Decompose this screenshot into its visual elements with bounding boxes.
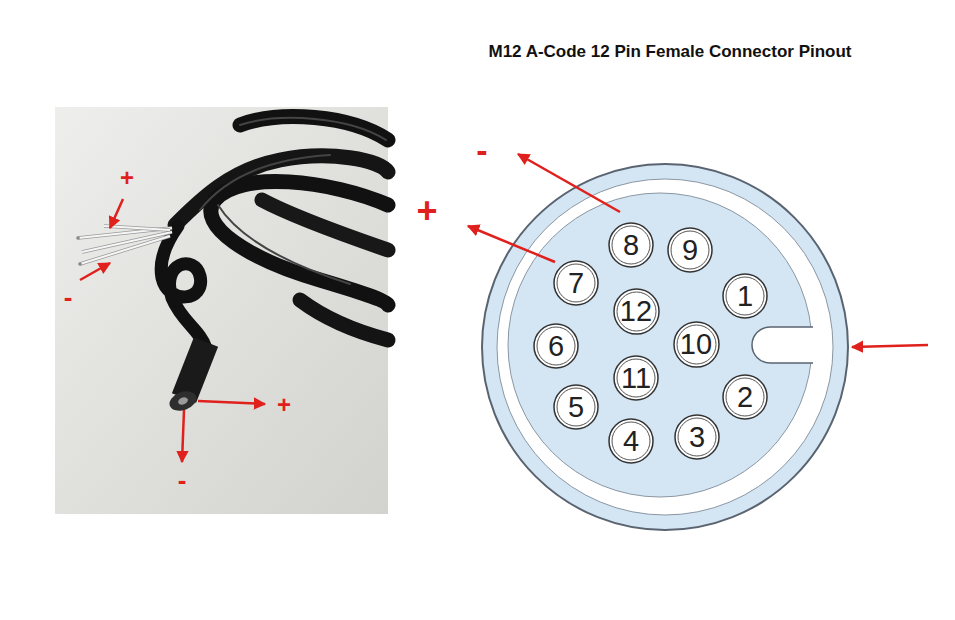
connector-outline (482, 164, 848, 530)
cable (211, 181, 388, 305)
pin-number: 8 (608, 222, 654, 260)
pin-number: 5 (553, 384, 599, 422)
pin-circle: 7 (553, 260, 599, 306)
pin-arrows (468, 154, 928, 347)
pin-circle: 3 (674, 414, 720, 460)
pin-ring (609, 223, 653, 267)
cable (262, 200, 388, 250)
cable (300, 300, 388, 340)
cable-highlight (240, 118, 386, 140)
pin-ring (723, 274, 767, 318)
polarity-label: - (64, 284, 73, 310)
dc-jack (167, 342, 206, 414)
polarity-label: - (476, 133, 487, 167)
pin-ring (554, 385, 598, 429)
connector-insert (508, 193, 812, 497)
pin-circle: 11 (613, 355, 659, 401)
connector-ring (497, 179, 833, 515)
pin-ring (675, 415, 719, 459)
pin-number: 3 (674, 414, 720, 452)
pin-ring (614, 356, 658, 400)
photo-arrows (80, 199, 265, 462)
leader-arrow (198, 401, 265, 404)
connector-face (482, 164, 848, 530)
leader-arrow (110, 199, 123, 228)
pin-ring (614, 289, 659, 334)
pin-circle: 10 (673, 321, 720, 368)
leader-arrow (518, 154, 620, 212)
pin-circle: 4 (608, 418, 654, 464)
diagram-title: M12 A-Code 12 Pin Female Connector Pinou… (488, 42, 851, 62)
cable-photo (55, 107, 388, 514)
pin-number: 6 (533, 323, 579, 361)
pin-circle: 8 (608, 222, 654, 268)
pin-circle: 12 (613, 288, 660, 335)
pin-circle: 1 (722, 273, 768, 319)
pin-number: 12 (613, 288, 660, 326)
pin-number: 2 (722, 374, 768, 412)
pin-number: 1 (722, 273, 768, 311)
pin-number: 7 (553, 260, 599, 298)
polarity-label: + (416, 193, 437, 229)
cable (240, 117, 388, 140)
pin-number: 9 (667, 227, 713, 265)
pin-number: 4 (608, 418, 654, 456)
pin-ring (534, 324, 578, 368)
pin-ring (723, 375, 767, 419)
stripped-wires (76, 226, 172, 266)
pin-circle: 5 (553, 384, 599, 430)
cable-highlight (218, 205, 350, 284)
pin-ring (554, 261, 598, 305)
polarity-label: + (120, 166, 134, 190)
cable-coil (161, 117, 388, 348)
keyway-notch (752, 327, 813, 363)
pin-ring (668, 228, 712, 272)
pin-circle: 2 (722, 374, 768, 420)
cable-highlight (200, 155, 330, 210)
pin-circle: 9 (667, 227, 713, 273)
pin-circle: 6 (533, 323, 579, 369)
leader-arrow (468, 226, 555, 262)
leader-arrow (182, 410, 184, 462)
cable-loop (161, 226, 206, 348)
polarity-label: + (277, 393, 291, 417)
pin-number: 11 (613, 355, 659, 393)
polarity-label: - (178, 467, 187, 493)
pin-ring (609, 419, 653, 463)
pin-ring (674, 322, 719, 367)
keyway-arrow (852, 345, 928, 347)
leader-arrow (80, 263, 110, 280)
pin-number: 10 (673, 321, 720, 359)
